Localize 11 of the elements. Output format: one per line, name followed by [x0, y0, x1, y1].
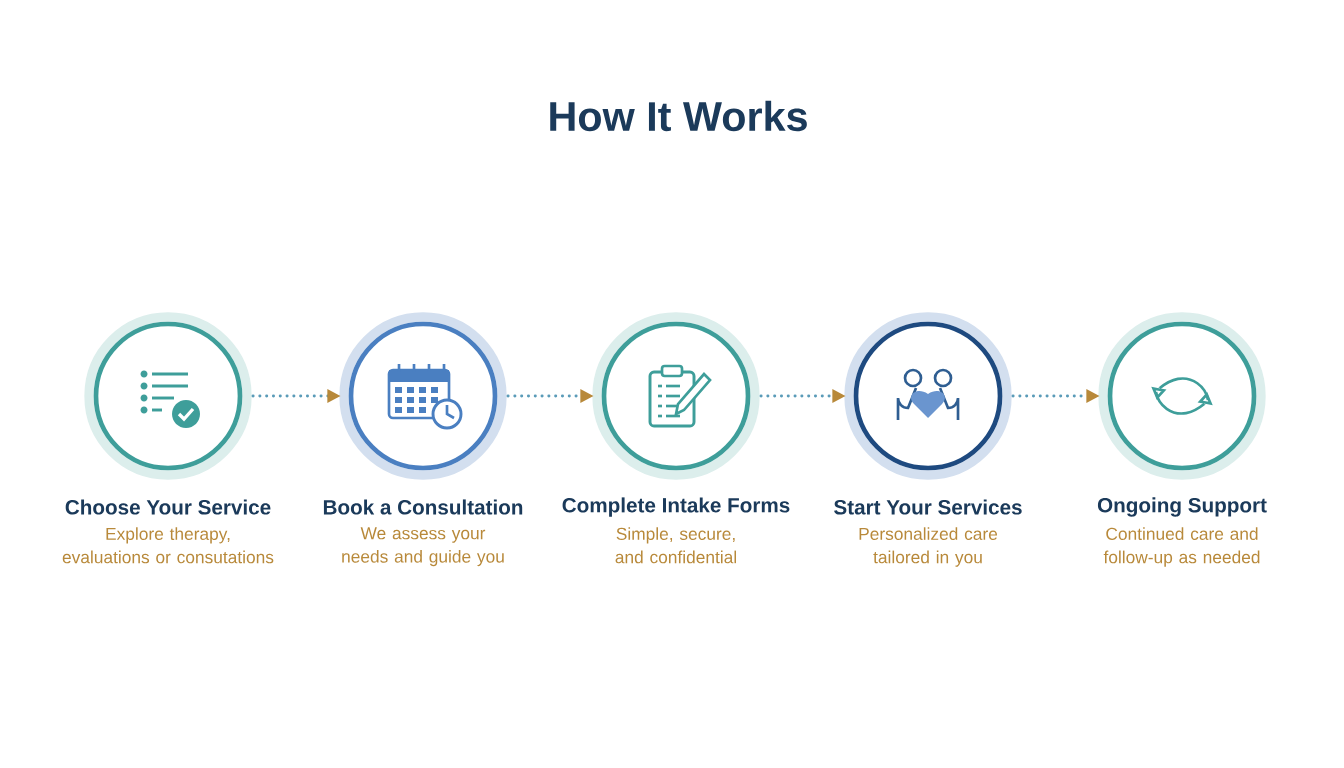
- step-heading: Complete Intake Forms: [562, 497, 790, 517]
- step-heading: Book a Consultation: [323, 499, 523, 515]
- step-description: Explore therapy, evaluations or consutations: [62, 527, 274, 564]
- step-description: Personalized care tailored in you: [859, 527, 998, 567]
- step-heading: Choose Your Service: [65, 499, 271, 515]
- step-heading: Start Your Services: [834, 499, 1022, 515]
- step-description: We assess your needs and guide you: [342, 527, 504, 567]
- step-description: Continued care and follow-up as needed: [1103, 527, 1260, 567]
- title: How It Works: [550, 100, 807, 132]
- step-heading: Ongoing Support: [1097, 497, 1267, 517]
- step-description: Simple, secure, and confidential: [615, 527, 736, 564]
